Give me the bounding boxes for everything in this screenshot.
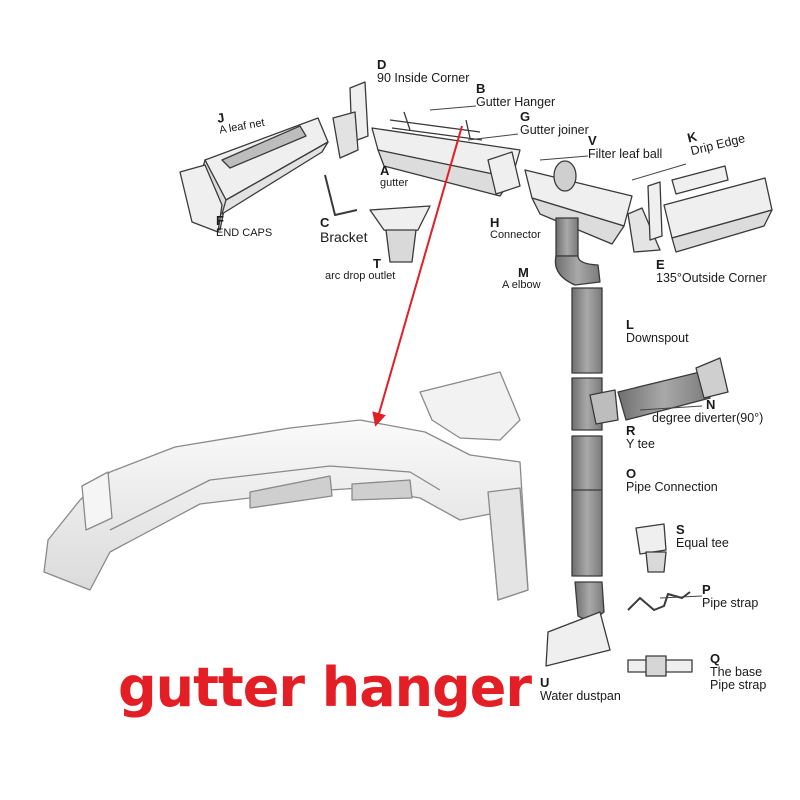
label-e-letter: E bbox=[656, 257, 665, 272]
label-e: E 135°Outside Corner bbox=[656, 258, 767, 285]
inside-corner-part bbox=[332, 81, 369, 159]
label-d-letter: D bbox=[377, 57, 387, 72]
label-s: S Equal tee bbox=[676, 523, 729, 550]
pipe-connection-part bbox=[571, 435, 603, 577]
label-e-name: 135°Outside Corner bbox=[656, 270, 767, 285]
label-v-name: Filter leaf ball bbox=[588, 146, 663, 161]
equal-tee-part bbox=[635, 523, 667, 573]
callout-arrow bbox=[372, 125, 463, 427]
arc-drop-outlet-part bbox=[369, 205, 431, 263]
label-f-name: END CAPS bbox=[216, 226, 273, 239]
label-v: V Filter leaf ball bbox=[588, 134, 662, 161]
label-t-letter: T bbox=[373, 256, 381, 271]
label-o: O Pipe Connection bbox=[626, 467, 718, 494]
label-c: C Bracket bbox=[320, 216, 367, 244]
label-p: P Pipe strap bbox=[702, 583, 758, 610]
label-c-letter: C bbox=[320, 215, 330, 230]
label-u-name: Water dustpan bbox=[540, 688, 621, 703]
diverter-part bbox=[617, 357, 729, 421]
label-q-letter: Q bbox=[710, 651, 721, 666]
label-m-letter: M bbox=[518, 265, 529, 280]
label-l-name: Downspout bbox=[626, 330, 689, 345]
label-d: D 90 Inside Corner bbox=[377, 58, 469, 85]
label-n-name: degree diverter(90°) bbox=[652, 410, 764, 425]
label-r-name: Y tee bbox=[626, 436, 655, 451]
label-p-name: Pipe strap bbox=[702, 595, 759, 610]
label-a-letter: A bbox=[380, 163, 390, 178]
label-d-name: 90 Inside Corner bbox=[377, 70, 470, 85]
label-h-name: Connector bbox=[490, 228, 541, 241]
connector-elbow-part bbox=[554, 217, 601, 286]
label-p-letter: P bbox=[702, 582, 711, 597]
label-b-name: Gutter Hanger bbox=[476, 94, 556, 109]
bracket-part bbox=[324, 174, 358, 216]
gutter-joiner-part bbox=[487, 151, 521, 195]
label-n: N degree diverter(90°) bbox=[652, 398, 763, 425]
y-tee-part bbox=[571, 377, 619, 431]
drip-edge-part bbox=[671, 165, 729, 195]
water-dustpan-part bbox=[545, 581, 611, 667]
label-r: R Y tee bbox=[626, 424, 655, 451]
label-h-letter: H bbox=[490, 215, 500, 230]
label-f: F END CAPS bbox=[216, 214, 272, 239]
label-n-letter: N bbox=[706, 397, 716, 412]
gutter-hanger-enlarged-part bbox=[43, 371, 529, 601]
label-v-letter: V bbox=[588, 133, 597, 148]
label-r-letter: R bbox=[626, 423, 636, 438]
label-a-name: gutter bbox=[380, 176, 409, 189]
label-f-letter: F bbox=[216, 213, 224, 228]
label-g-name: Gutter joiner bbox=[520, 122, 589, 137]
label-s-letter: S bbox=[676, 522, 685, 537]
outside-corner-part bbox=[627, 177, 773, 253]
label-s-name: Equal tee bbox=[676, 535, 729, 550]
leader-lines bbox=[429, 105, 703, 599]
downspout-part bbox=[571, 287, 603, 374]
label-m-name: A elbow bbox=[502, 278, 541, 291]
label-t-name: arc drop outlet bbox=[325, 269, 396, 282]
label-b: B Gutter Hanger bbox=[476, 82, 555, 109]
label-l-letter: L bbox=[626, 317, 634, 332]
label-g: G Gutter joiner bbox=[520, 110, 589, 137]
label-u-letter: U bbox=[540, 675, 550, 690]
label-m: M A elbow bbox=[502, 266, 541, 291]
gutter-hanger-title: gutter hanger bbox=[118, 656, 532, 719]
label-u: U Water dustpan bbox=[540, 676, 621, 703]
label-q-name-line2: Pipe strap bbox=[710, 677, 767, 692]
label-b-letter: B bbox=[476, 81, 486, 96]
label-q-name-line1: The base bbox=[710, 664, 763, 679]
label-q: Q The base Pipe strap bbox=[710, 652, 766, 692]
label-l: L Downspout bbox=[626, 318, 689, 345]
label-c-name: Bracket bbox=[320, 228, 368, 245]
pipe-strap-part bbox=[627, 591, 691, 611]
label-h: H Connector bbox=[490, 216, 541, 241]
label-o-name: Pipe Connection bbox=[626, 479, 718, 494]
label-o-letter: O bbox=[626, 466, 637, 481]
label-a: A gutter bbox=[380, 164, 408, 189]
end-cap-part bbox=[179, 164, 223, 233]
label-g-letter: G bbox=[520, 109, 531, 124]
label-t: T arc drop outlet bbox=[325, 257, 395, 282]
base-pipe-strap-part bbox=[627, 655, 693, 677]
